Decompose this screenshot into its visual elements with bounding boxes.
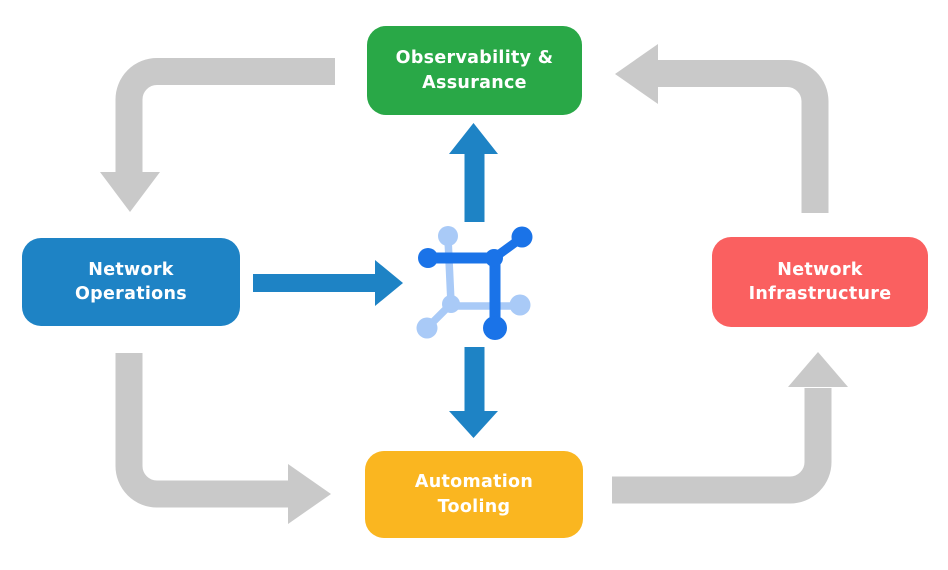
gray-arrow-top-left	[100, 58, 335, 212]
node-label-line: Assurance	[422, 72, 527, 93]
gray-arrow-bottom-left	[115, 353, 331, 524]
node-label-line: Tooling	[437, 496, 511, 517]
node-label-line: Automation	[414, 472, 534, 493]
node-label-line: Observability &	[395, 48, 554, 69]
network-automation-icon	[416, 226, 533, 340]
node-observability-assurance: Observability & Assurance	[367, 26, 582, 115]
node-label-line: Infrastructure	[748, 284, 892, 304]
node-network-operations: Network Operations	[22, 238, 240, 326]
node-network-infrastructure: Network Infrastructure	[712, 237, 928, 327]
blue-arrow-down	[449, 347, 498, 438]
blue-arrow-up	[449, 123, 498, 222]
gray-arrow-top-right	[615, 44, 829, 213]
node-label-line: Operations	[75, 284, 187, 304]
node-automation-tooling: Automation Tooling	[365, 451, 583, 538]
gray-arrow-bottom-right	[612, 352, 848, 504]
blue-arrow-right	[253, 260, 403, 306]
node-label-line: Network	[777, 259, 863, 280]
node-label-line: Network	[88, 259, 174, 280]
